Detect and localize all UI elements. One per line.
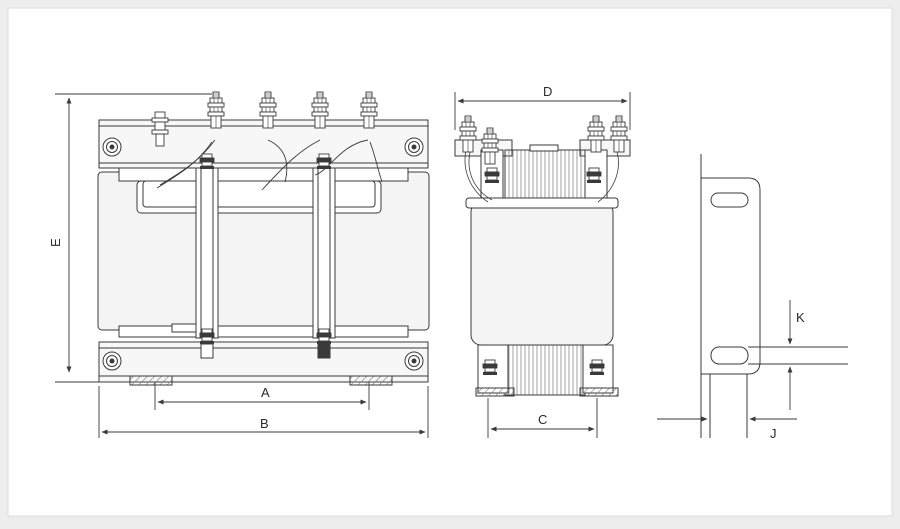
ground-stud-icon [151, 111, 169, 147]
bracket-dimensions [657, 300, 797, 422]
front-limb-left [195, 167, 219, 339]
dimension-label-c: C [538, 412, 547, 427]
clamp-nut [200, 343, 214, 359]
bracket-slot-bottom [710, 346, 749, 365]
front-foot-left [129, 375, 173, 386]
mounting-hole-icon [404, 351, 424, 371]
dimension-label-b: B [260, 416, 269, 431]
clamp-bolt-icon [199, 328, 215, 345]
side-view [454, 139, 631, 397]
dimension-label-a: A [261, 385, 270, 400]
bracket-slot-top [710, 192, 749, 208]
clamp-bolt-icon [484, 167, 500, 184]
clamp-bolt-icon [482, 359, 498, 376]
bracket-detail [700, 154, 848, 438]
clamp-bolt-icon [199, 153, 215, 170]
front-view [97, 119, 430, 386]
dimension-label-d: D [543, 84, 552, 99]
side-coil-fins-bottom [504, 344, 586, 396]
dimension-label-k: K [796, 310, 805, 325]
side-core [470, 201, 614, 346]
front-foot-right [349, 375, 393, 386]
side-dimensions [454, 92, 631, 438]
clamp-bolt-icon [586, 167, 602, 184]
clamp-bolt-icon [316, 328, 332, 345]
dimension-label-j: J [770, 426, 777, 441]
clamp-bolt-icon [316, 153, 332, 170]
mounting-hole-icon [102, 351, 122, 371]
side-foot-left [475, 387, 515, 397]
clamp-bolt-icon [589, 359, 605, 376]
side-coil-fins-top [504, 149, 586, 201]
dimension-label-e: E [48, 238, 63, 247]
front-limb-right [312, 167, 336, 339]
mounting-hole-icon [404, 137, 424, 157]
front-bottom-clamp [98, 341, 429, 383]
clamp-nut [317, 343, 331, 359]
mounting-hole-icon [102, 137, 122, 157]
side-foot-right [579, 387, 619, 397]
front-dimensions [55, 93, 429, 438]
